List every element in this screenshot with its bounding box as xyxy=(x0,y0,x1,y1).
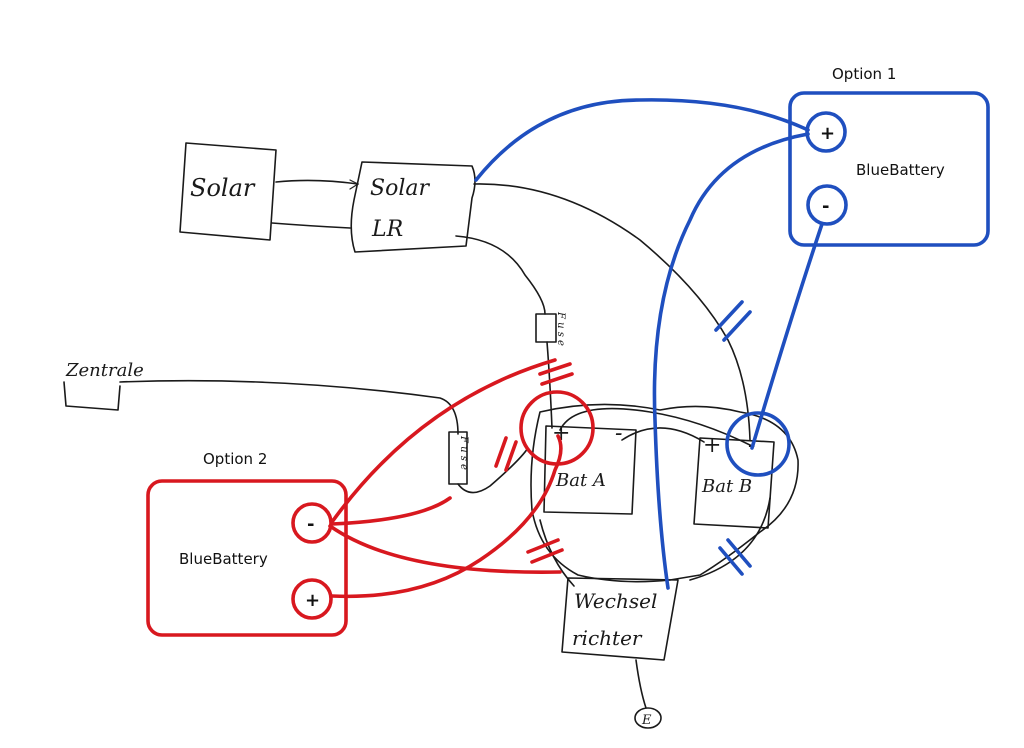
option-2-break-mark-1b xyxy=(540,372,574,386)
option-2-inverter-wire xyxy=(328,524,562,574)
option-2-break-mark-3b xyxy=(530,548,564,564)
inverter-label-line2: richter xyxy=(572,626,643,650)
bat-b-to-inverter-wire xyxy=(689,497,771,581)
option-1-break-mark-1a xyxy=(714,300,744,332)
option-2-bat-a-plus-highlight xyxy=(519,390,595,466)
option-2-solar-fuse-wire xyxy=(330,358,557,524)
solar-wire-bottom xyxy=(271,222,351,229)
solar-wire-top xyxy=(275,179,359,185)
battery-enclosure xyxy=(530,403,799,583)
solar-lr-label-line1: Solar xyxy=(370,176,430,201)
battery-b-label: Bat B xyxy=(701,476,752,497)
battery-a: + - Bat A xyxy=(543,421,637,515)
inverter-outline xyxy=(561,577,679,661)
option-2-break-mark-3a xyxy=(526,538,560,554)
ground-symbol-outline xyxy=(634,707,662,729)
option-1-title: Option 1 xyxy=(832,65,896,83)
fuse-zentrale: F u s e xyxy=(448,431,469,485)
fuse-zentrale-label: F u s e xyxy=(458,435,469,470)
fuse-solar-label: F u s e xyxy=(555,311,566,346)
zentrale: Zentrale xyxy=(63,360,144,411)
option-1-solar-lr-wire xyxy=(474,98,810,182)
battery-b-outline xyxy=(693,437,775,529)
fuse-solar: F u s e xyxy=(535,311,566,346)
ground-label: E xyxy=(641,713,652,728)
option-2-battery: BlueBattery - + xyxy=(146,479,348,637)
battery-link-wire-2 xyxy=(559,407,753,447)
battery-b-plus: + xyxy=(703,433,721,458)
ground-wire xyxy=(635,659,647,709)
zentrale-label: Zentrale xyxy=(65,360,144,381)
option-1-break-mark-2a xyxy=(718,546,744,576)
option-2-plus-wire xyxy=(330,434,563,599)
bat-a-to-inverter-wire xyxy=(539,519,575,587)
battery-link-wire-1 xyxy=(621,427,705,443)
option-1-break-mark-1b xyxy=(722,310,752,342)
option-2-break-mark-2a xyxy=(494,436,508,468)
zentrale-outline xyxy=(63,381,121,411)
option-1-plus-label: + xyxy=(820,123,835,144)
solar-lr-outline xyxy=(350,161,476,253)
ground-symbol: E xyxy=(634,707,662,729)
fuse-solar-body xyxy=(535,313,557,343)
option-2-battery-label: BlueBattery xyxy=(179,550,268,568)
battery-a-label: Bat A xyxy=(555,470,606,491)
battery-a-outline xyxy=(543,425,637,515)
solar-lr-label-line2: LR xyxy=(371,217,403,242)
option-1-break-mark-2b xyxy=(726,538,752,568)
battery-a-plus: + xyxy=(552,421,570,446)
battery-a-minus: - xyxy=(615,421,622,446)
solar-lr-to-bat-b-wire xyxy=(473,183,751,441)
option-2-break-mark-1a xyxy=(538,362,572,376)
option-1-plus-terminal xyxy=(805,111,847,153)
option-2-break-mark-2b xyxy=(504,440,518,472)
solar-lr-down-wire xyxy=(455,235,546,315)
option-1-inverter-wire xyxy=(652,132,810,590)
inverter: Wechsel richter xyxy=(561,577,679,661)
option-2-plus-terminal xyxy=(291,578,333,620)
solar-charge-regulator: Solar LR xyxy=(350,161,476,253)
battery-b: + - Bat B xyxy=(693,433,775,529)
zentrale-wire xyxy=(119,379,459,435)
solar-panel-label: Solar xyxy=(190,174,256,202)
option-1-minus-label: - xyxy=(822,196,829,217)
option-1-battery-label: BlueBattery xyxy=(856,161,945,179)
option-1-bat-b-minus-highlight xyxy=(725,411,791,477)
fuse-zentrale-out-wire xyxy=(457,447,529,494)
fuse-to-bat-a-wire xyxy=(546,341,553,429)
option-1-minus-terminal xyxy=(806,184,848,226)
inverter-label-line1: Wechsel xyxy=(574,589,657,613)
option-2-zentrale-fuse-wire xyxy=(330,496,452,526)
solar-panel: Solar xyxy=(179,142,277,241)
option-1-minus-wire xyxy=(750,222,824,450)
solar-panel-outline xyxy=(179,142,277,241)
option-1-battery: BlueBattery + - xyxy=(788,91,990,247)
option-2-minus-label: - xyxy=(307,514,314,535)
option-2-title: Option 2 xyxy=(203,450,267,468)
option-2-plus-label: + xyxy=(305,590,320,611)
